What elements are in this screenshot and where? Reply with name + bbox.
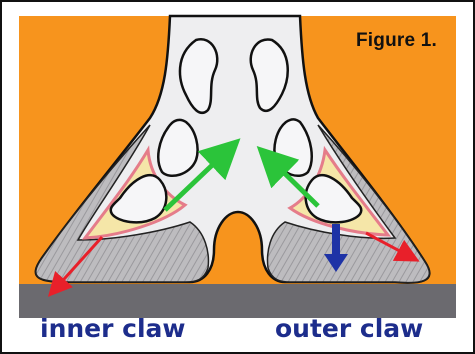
figure-label: Figure 1.	[356, 30, 437, 52]
ground	[19, 284, 456, 318]
outer-claw-label: outer claw	[275, 315, 423, 343]
inner-claw-label: inner claw	[40, 315, 186, 343]
